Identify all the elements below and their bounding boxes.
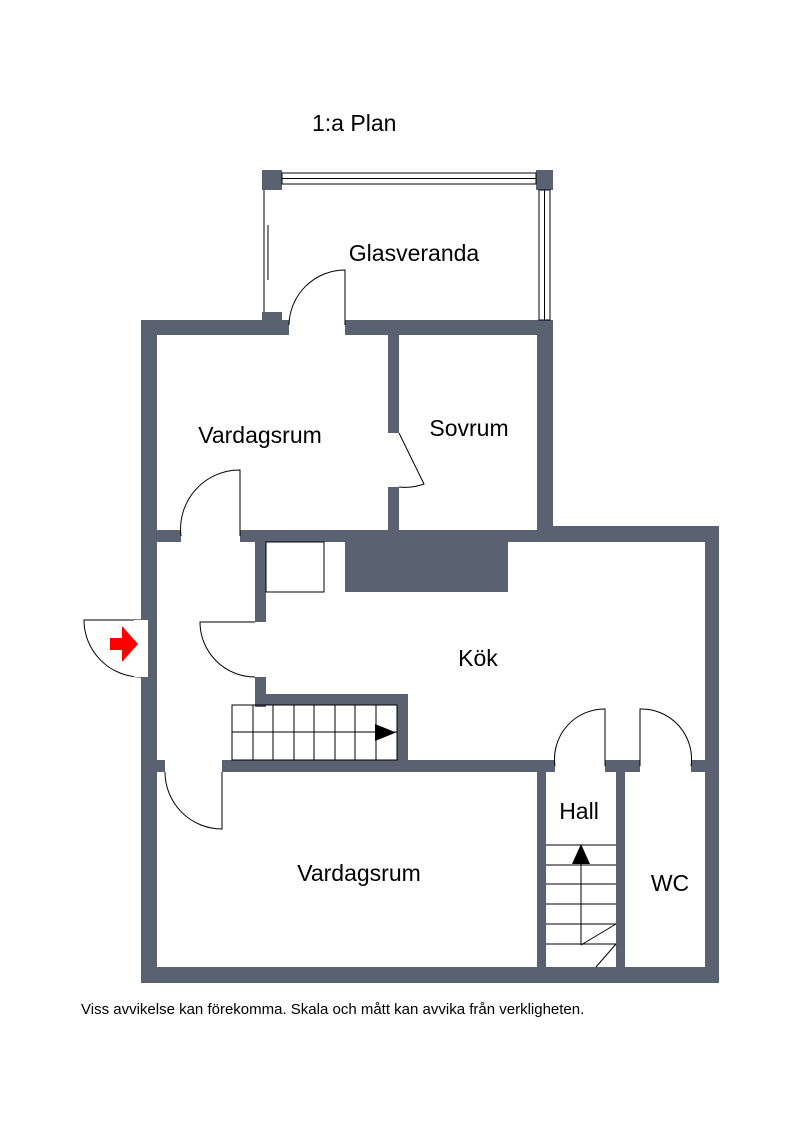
door-veranda [288,269,346,326]
room-label-vardagsrum-upper: Vardagsrum [198,422,322,448]
kitchen-cabinet [265,541,325,593]
door-entrance [83,619,142,678]
stairs-hall [546,844,617,968]
door-wc [639,708,692,767]
stair-winder [595,943,617,968]
room-label-glasveranda: Glasveranda [349,240,480,266]
room-label-vardagsrum-lower: Vardagsrum [297,860,421,886]
wall-corridor-a [255,530,266,622]
wall-outer-top [141,320,289,335]
room-label-sovrum: Sovrum [429,415,508,441]
wall-lower-a [141,760,165,772]
door-vardagsrum-upper [180,469,241,537]
wall-lower-b [222,760,555,772]
wall-outer-right [705,526,719,983]
wall-vardagsrum-sovrum [388,335,399,433]
plan-title: 1:a Plan [312,110,397,136]
wall-hall-left [537,760,546,983]
door-kitchen [199,621,256,678]
wall-outer-bottom [141,967,719,983]
wall-stair-right [397,694,408,772]
door-vardagsrum-lower [164,771,223,830]
black-triangle-arrow-icon [375,724,396,741]
red-entrance-arrow-icon [110,626,138,662]
veranda-post-tr [536,170,553,190]
veranda-windows [263,172,551,321]
wall-outer-left [141,320,157,983]
door-sovrum [398,432,425,488]
stair-winder [580,923,617,946]
wall-lower-d [691,760,719,772]
room-label-wc: WC [651,870,689,896]
wall-vardagsrum-sovrum-low [388,487,399,542]
stairs-kitchen [231,704,398,761]
door-hall [554,708,606,767]
wall-sovrum-right [537,320,553,542]
veranda-post-bl [262,312,282,322]
wall-kitchen-top [537,526,719,542]
wall-hall-right [616,760,625,983]
room-label-kok: Kök [458,645,498,671]
disclaimer: Viss avvikelse kan förekomma. Skala och … [81,1001,585,1018]
black-triangle-arrow-icon [572,844,590,864]
doors [83,269,692,830]
veranda-post-tl [262,170,282,190]
wall-corridor-b [255,677,266,707]
chimney-block [345,530,508,592]
wall-outer-top-right [345,320,553,335]
wall-upper-kitchen-a [141,530,181,542]
room-label-hall: Hall [559,798,599,824]
wall-stair-top [255,694,408,705]
walls [141,170,719,983]
